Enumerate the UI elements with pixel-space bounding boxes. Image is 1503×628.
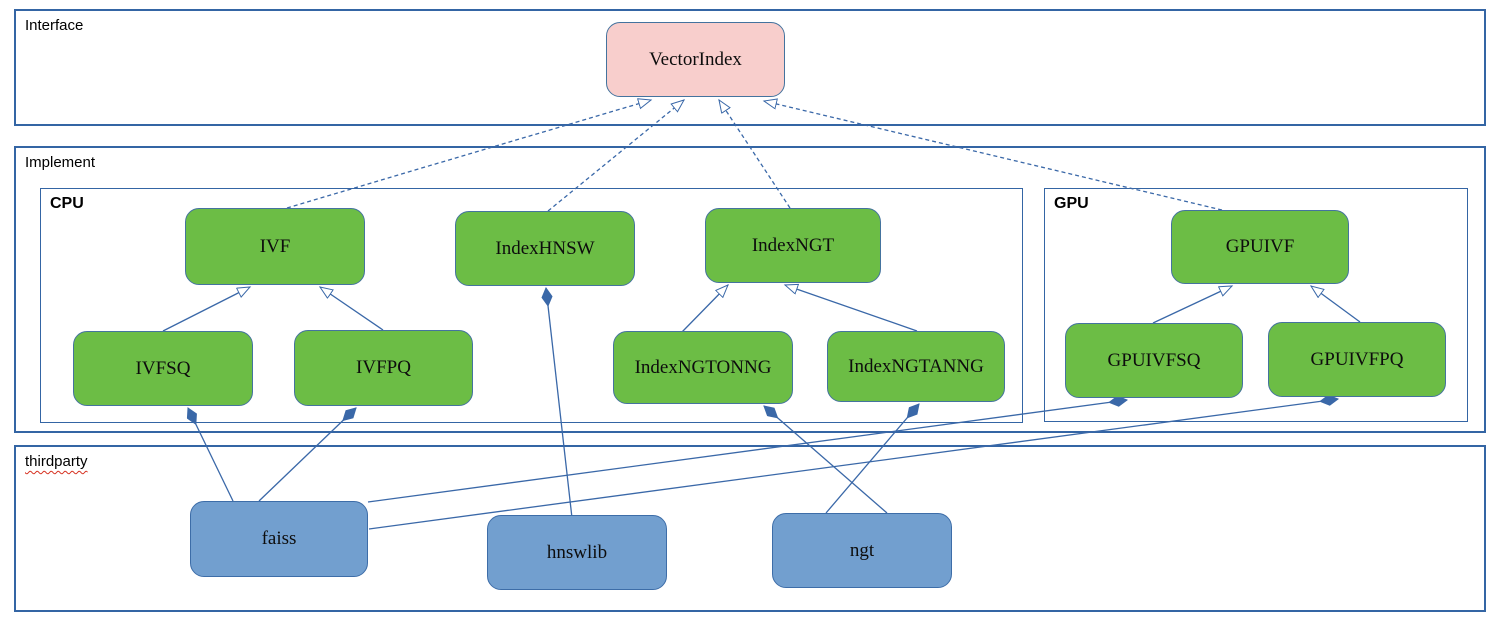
edge-faiss-to-ivfsq [188, 408, 234, 502]
node-ivfpq-label: IVFPQ [356, 357, 411, 378]
node-ngt: ngt [772, 513, 952, 588]
container-cpu-label: CPU [50, 195, 84, 212]
container-implement-label: Implement [25, 154, 96, 171]
node-ivfsq-label: IVFSQ [135, 357, 191, 379]
edge-gpuivf-to-vectorindex [764, 101, 1223, 211]
edge-indexhnsw-to-vectorindex [547, 100, 684, 212]
edge-gpuivfpq-to-gpuivf [1311, 286, 1361, 323]
container-gpu-label: GPU [1054, 195, 1089, 212]
edge-faiss-to-ivfpq [258, 408, 356, 502]
node-indexhnsw: IndexHNSW [455, 211, 635, 286]
edge-hnswlib-to-indexhnsw [546, 288, 573, 519]
node-indexngtanng-label: IndexNGTANNG [848, 355, 984, 377]
node-ivfsq: IVFSQ [73, 331, 253, 406]
node-gpuivfsq: GPUIVFSQ [1065, 323, 1243, 398]
edge-ivfpq-to-ivf [320, 287, 384, 331]
node-faiss-label: faiss [261, 528, 297, 549]
node-gpuivf-label: GPUIVF [1225, 236, 1295, 257]
edge-indexngt-to-vectorindex [719, 100, 791, 209]
node-gpuivfpq: GPUIVFPQ [1268, 322, 1446, 397]
container-interface-label: Interface [25, 17, 84, 34]
node-hnswlib: hnswlib [487, 515, 667, 590]
node-vectorindex: VectorIndex [606, 22, 785, 97]
node-hnswlib-label: hnswlib [546, 541, 608, 563]
node-indexngtonng-label: IndexNGTONNG [634, 356, 772, 378]
edge-gpuivfsq-to-gpuivf [1152, 285, 1232, 324]
node-indexngtonng: IndexNGTONNG [613, 331, 793, 404]
edge-ngt-to-indexngtonng [764, 406, 888, 514]
edge-faiss-to-gpuivfsq [367, 400, 1127, 503]
node-gpuivfsq-label: GPUIVFSQ [1107, 349, 1201, 371]
node-ivf-label: IVF [259, 235, 291, 257]
node-indexngt-label: IndexNGT [751, 234, 835, 256]
node-indexngtanng: IndexNGTANNG [827, 331, 1005, 402]
node-faiss: faiss [190, 501, 368, 577]
node-gpuivfpq-label: GPUIVFPQ [1310, 348, 1404, 370]
edge-indexngtonng-to-indexngt [681, 285, 728, 333]
container-thirdparty-label: thirdparty [25, 453, 88, 470]
node-indexhnsw-label: IndexHNSW [495, 237, 595, 259]
node-vectorindex-label: VectorIndex [649, 48, 742, 70]
node-gpuivf: GPUIVF [1171, 210, 1349, 284]
node-ivfpq: IVFPQ [294, 330, 473, 406]
edge-ngt-to-indexngtanng [825, 404, 919, 514]
edge-faiss-to-gpuivfpq [368, 399, 1338, 530]
node-ngt-label: ngt [849, 539, 875, 561]
edge-indexngtanng-to-indexngt [785, 285, 918, 332]
node-ivf: IVF [185, 208, 365, 285]
edge-ivf-to-vectorindex [286, 100, 651, 209]
node-indexngt: IndexNGT [705, 208, 881, 283]
edge-ivfsq-to-ivf [162, 287, 250, 332]
